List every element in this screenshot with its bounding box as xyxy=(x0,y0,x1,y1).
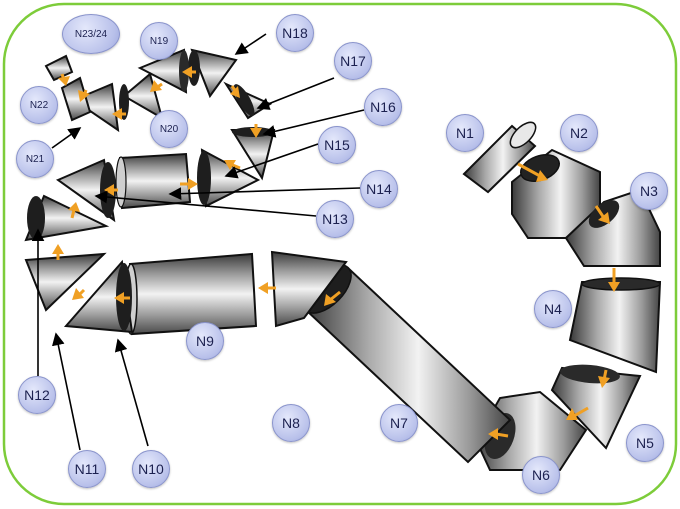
node-label-n17: N17 xyxy=(334,42,372,80)
node-label-n19: N19 xyxy=(140,22,178,60)
segment-n11 xyxy=(24,252,107,312)
node-label-n2324: N23/24 xyxy=(62,14,120,54)
node-label-n6: N6 xyxy=(522,456,560,494)
segment-n3 xyxy=(564,188,661,267)
node-label-n16: N16 xyxy=(364,88,402,126)
node-label-n5: N5 xyxy=(626,424,664,462)
node-label-n15: N15 xyxy=(318,126,356,164)
node-label-n14: N14 xyxy=(360,170,398,208)
node-label-n4: N4 xyxy=(534,290,572,328)
segment-n2324 xyxy=(44,54,74,82)
node-label-n12: N12 xyxy=(18,376,56,414)
node-label-n21: N21 xyxy=(16,140,54,178)
node-label-n10: N10 xyxy=(132,450,170,488)
flow-arrows xyxy=(52,66,620,440)
node-label-n1: N1 xyxy=(446,114,484,152)
node-label-n18: N18 xyxy=(276,14,314,52)
node-label-n9: N9 xyxy=(186,322,224,360)
segment-n9 xyxy=(124,252,258,336)
node-label-n3: N3 xyxy=(630,172,668,210)
node-label-n22: N22 xyxy=(20,86,58,124)
segment-n22 xyxy=(60,76,92,122)
segment-n8 xyxy=(270,250,348,328)
node-label-n13: N13 xyxy=(316,200,354,238)
segment-n4 xyxy=(568,277,662,374)
node-label-n8: N8 xyxy=(272,404,310,442)
pointer-lines xyxy=(31,33,365,451)
node-label-n2: N2 xyxy=(560,114,598,152)
node-label-n20: N20 xyxy=(150,110,188,148)
node-label-n7: N7 xyxy=(380,404,418,442)
node-label-n11: N11 xyxy=(68,450,106,488)
segment-n14 xyxy=(115,152,192,210)
segment-n1 xyxy=(462,121,537,194)
